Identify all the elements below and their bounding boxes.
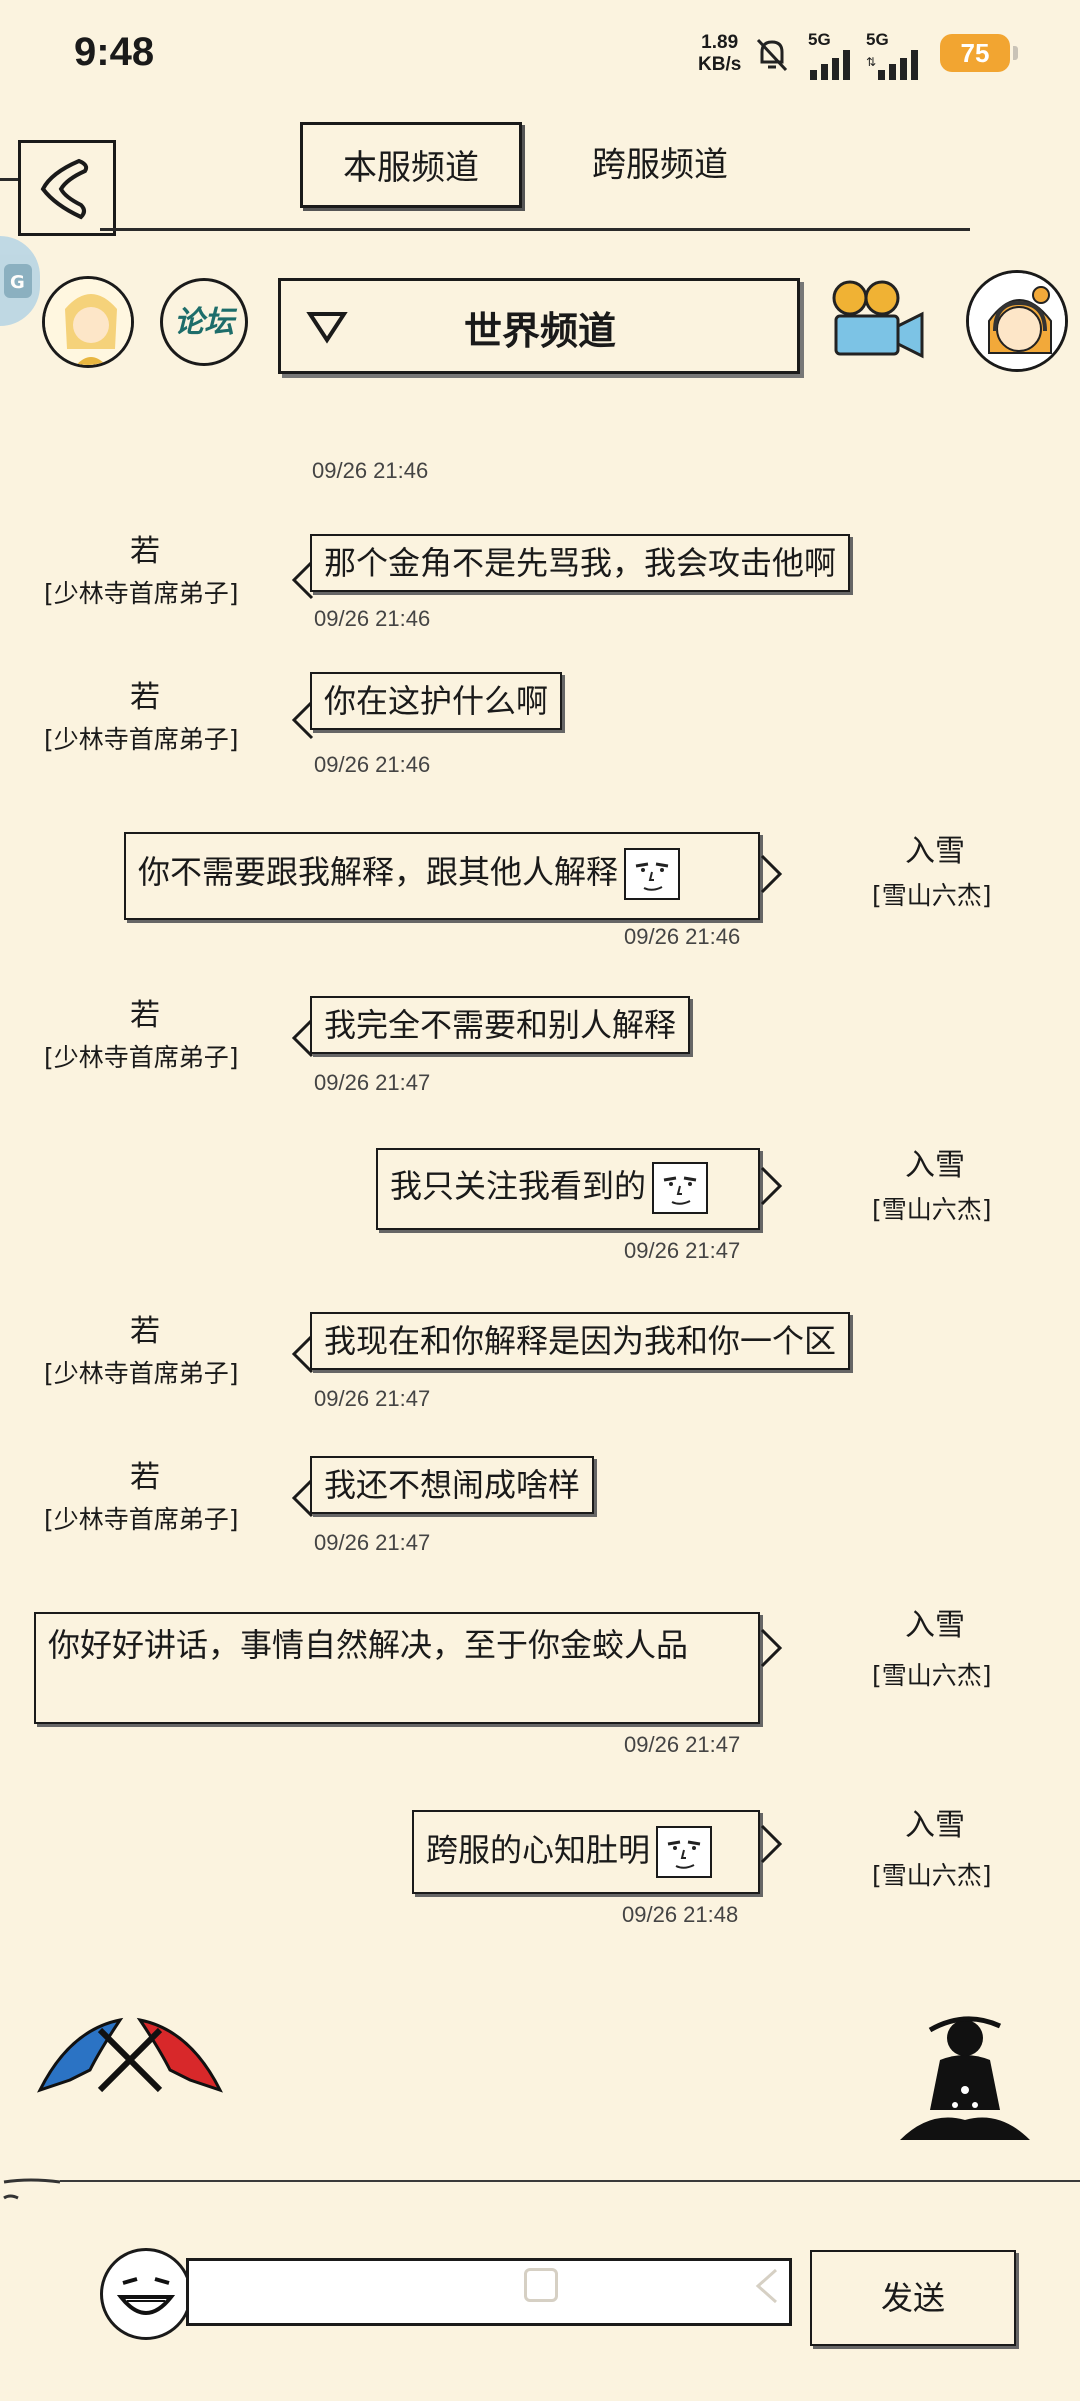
forum-button[interactable]: 论坛 <box>160 278 248 366</box>
channel-selector[interactable] <box>278 278 800 374</box>
sender-name[interactable]: 入雪 <box>905 1148 965 1183</box>
meme-face-icon <box>652 1162 709 1214</box>
message-text: 你不需要跟我解释，跟其他人解释 <box>138 853 619 891</box>
sender-rank: [雪山六杰] <box>872 1861 992 1890</box>
crossed-fighters-icon <box>37 2017 223 2093</box>
dropdown-triangle-icon <box>306 312 348 344</box>
message-timestamp: 09/26 21:46 <box>314 752 431 777</box>
back-button[interactable] <box>18 140 116 236</box>
bubble-pointer <box>291 1478 314 1518</box>
signal-5g-icon-2: 5G ⇅ <box>866 30 926 84</box>
message-bubble[interactable]: 我完全不需要和别人解释 <box>310 996 691 1054</box>
sender-name[interactable]: 若 <box>130 998 160 1033</box>
send-button[interactable]: 发送 <box>810 2250 1016 2346</box>
nav-back-icon[interactable] <box>752 2266 782 2306</box>
bubble-pointer <box>291 560 314 600</box>
tab-cross-server[interactable]: 跨服频道 <box>592 145 728 185</box>
network-speed: 1.89 KB/s <box>698 32 742 75</box>
message-bubble[interactable]: 我现在和你解释是因为我和你一个区 <box>310 1312 851 1370</box>
meditation-button[interactable] <box>890 2010 1040 2150</box>
sender-rank: [雪山六杰] <box>872 1195 992 1224</box>
svg-text:⇅: ⇅ <box>866 55 876 69</box>
message-timestamp: 09/26 21:47 <box>314 1070 431 1095</box>
message-timestamp: 09/26 21:47 <box>314 1530 431 1555</box>
channel-title: 世界频道 <box>463 309 616 353</box>
sender-name[interactable]: 入雪 <box>905 834 965 869</box>
signal-5g-icon: 5G <box>808 30 858 84</box>
message-timestamp: 09/26 21:46 <box>314 606 431 631</box>
decorative-swirl <box>3 2178 61 2200</box>
sender-rank: [少林寺首席弟子] <box>44 1505 239 1534</box>
sender-name[interactable]: 入雪 <box>905 1808 965 1843</box>
bubble-pointer <box>760 1628 783 1668</box>
back-arrow-icon <box>40 158 89 220</box>
bubble-pointer <box>291 700 314 740</box>
sender-name[interactable]: 若 <box>130 534 160 569</box>
bubble-pointer <box>291 1018 314 1058</box>
status-bar: 9:48 1.89 KB/s 5G 5G ⇅ 75 <box>0 0 1080 110</box>
customer-service-avatar[interactable] <box>966 270 1068 372</box>
player-avatar[interactable] <box>42 276 134 368</box>
message-timestamp: 09/26 21:47 <box>624 1732 741 1757</box>
message-bubble[interactable]: 你在这护什么啊 <box>310 672 563 730</box>
forum-label: 论坛 <box>174 305 234 340</box>
bubble-pointer <box>760 1824 783 1864</box>
bubble-pointer <box>760 854 783 894</box>
message-timestamp: 09/26 21:47 <box>624 1238 741 1263</box>
bubble-pointer <box>760 1166 783 1206</box>
sender-name[interactable]: 入雪 <box>905 1608 965 1643</box>
sender-rank: [雪山六杰] <box>872 1661 992 1690</box>
tab-local-server[interactable]: 本服频道 <box>300 122 522 208</box>
meditating-figure-icon <box>900 2016 1030 2140</box>
message-timestamp: 09/26 21:48 <box>622 1902 739 1927</box>
message-bubble[interactable]: 我只关注我看到的 <box>376 1148 760 1230</box>
sender-rank: [少林寺首席弟子] <box>44 579 239 608</box>
divider <box>60 2180 1080 2182</box>
message-bubble[interactable]: 你不需要跟我解释，跟其他人解释 <box>124 832 760 920</box>
video-camera-button[interactable] <box>826 278 930 366</box>
status-time: 9:48 <box>74 30 155 74</box>
laughing-face-icon <box>116 2277 176 2315</box>
headset-girl-icon <box>969 273 1065 369</box>
nav-home-icon[interactable] <box>524 2268 558 2302</box>
message-text: 跨服的心知肚明 <box>426 1831 651 1869</box>
bell-muted-icon <box>756 38 788 72</box>
chat-input[interactable] <box>186 2258 792 2326</box>
meme-face-icon <box>624 848 681 900</box>
message-bubble[interactable]: 你好好讲话，事情自然解决，至于你金蛟人品 <box>34 1612 760 1724</box>
message-timestamp: 09/26 21:46 <box>312 458 429 482</box>
sender-name[interactable]: 若 <box>130 1314 160 1349</box>
message-bubble[interactable]: 那个金角不是先骂我，我会攻击他啊 <box>310 534 851 592</box>
bubble-pointer <box>291 1334 314 1374</box>
message-text: 我只关注我看到的 <box>390 1167 647 1205</box>
video-camera-icon <box>832 280 924 359</box>
message-timestamp: 09/26 21:46 <box>624 924 741 949</box>
sender-rank: [少林寺首席弟子] <box>44 1359 239 1388</box>
message-timestamp: 09/26 21:47 <box>314 1386 431 1411</box>
sender-name[interactable]: 若 <box>130 1460 160 1495</box>
svg-text:G: G <box>10 272 25 293</box>
battery-indicator: 75 <box>940 34 1018 72</box>
meme-face-icon <box>656 1826 713 1878</box>
app-widget-icon: G <box>4 264 32 298</box>
character-portrait-icon <box>45 279 131 365</box>
pvp-battle-button[interactable] <box>30 2000 230 2110</box>
sender-rank: [雪山六杰] <box>872 881 992 910</box>
emoji-button[interactable] <box>100 2248 192 2340</box>
floating-widget[interactable]: G <box>0 236 40 326</box>
sender-rank: [少林寺首席弟子] <box>44 1043 239 1072</box>
message-bubble[interactable]: 跨服的心知肚明 <box>412 1810 760 1894</box>
message-bubble[interactable]: 我还不想闹成啥样 <box>310 1456 595 1514</box>
divider <box>100 228 970 231</box>
sender-name[interactable]: 若 <box>130 680 160 715</box>
sender-rank: [少林寺首席弟子] <box>44 725 239 754</box>
